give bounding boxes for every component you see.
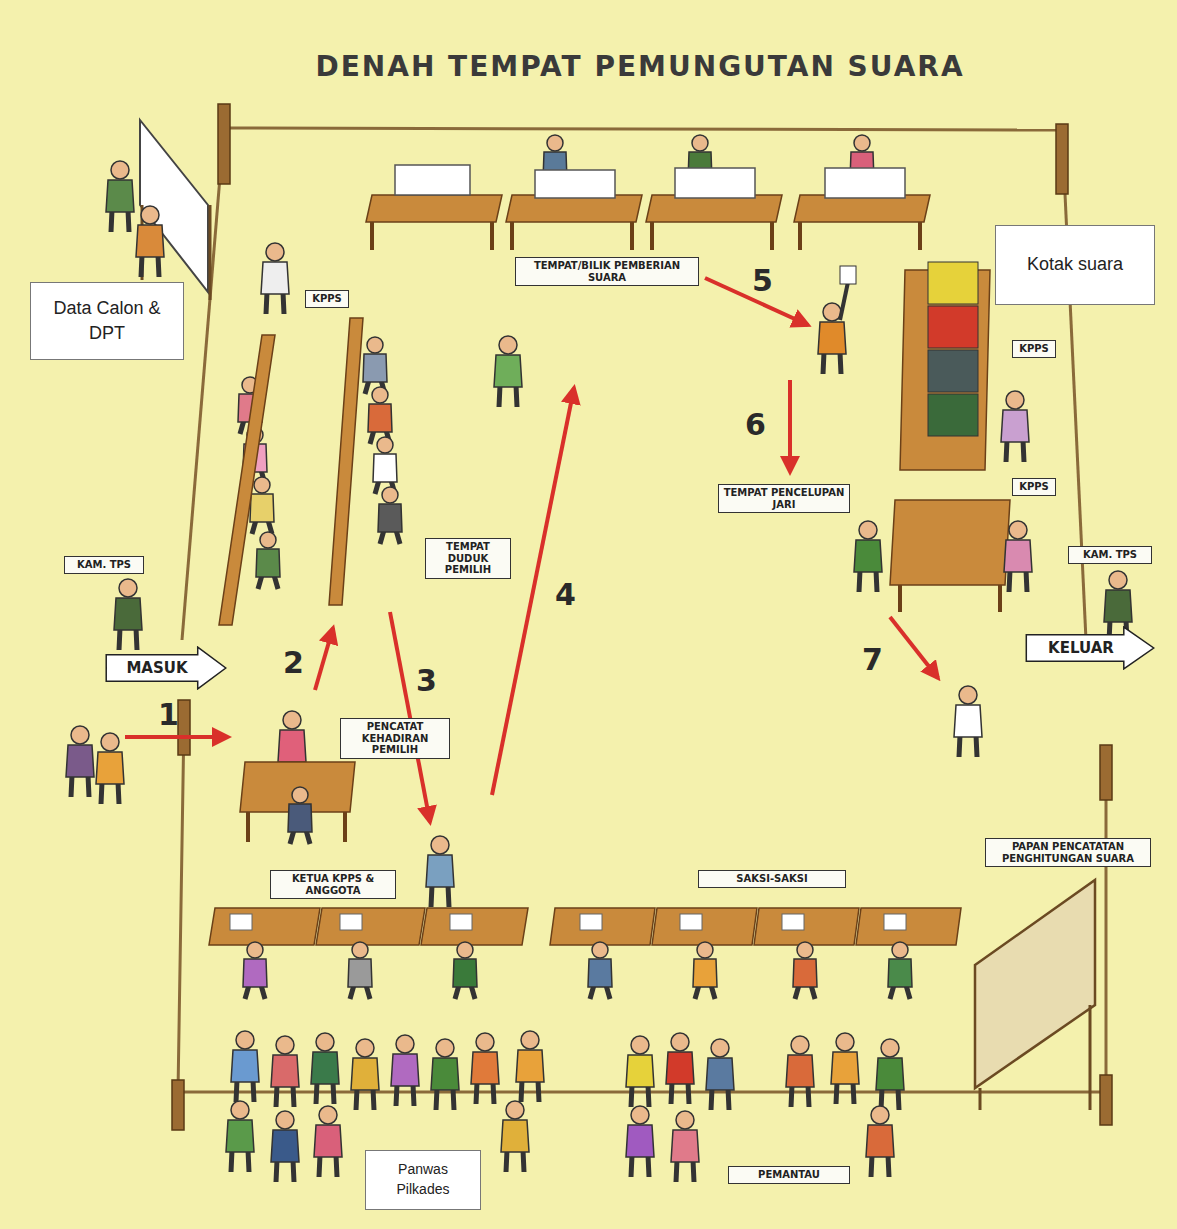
voter-benches [219,318,402,625]
arrow-outline-shape [1026,627,1153,669]
area-label: SAKSI-SAKSI [698,870,846,888]
callout-box: Kotak suara [995,225,1155,305]
voting-booths [366,135,930,250]
node-text: Data Calon & DPT [41,296,173,346]
tally-board [975,880,1095,1088]
callout-number: 2 [283,648,304,678]
callout-box: Data Calon & DPT [30,282,184,360]
callout-number: 4 [555,580,576,610]
area-label: TEMPAT DUDUK PEMILIH [425,538,511,579]
entry-arrow: MASUK [105,646,227,690]
fence-posts [172,104,1112,1130]
area-label: KAM. TPS [1068,546,1152,564]
area-label: PENCATAT KEHADIRAN PEMILIH [340,718,450,759]
node-text: KPPS [1019,343,1049,355]
area-label: TEMPAT/BILIK PEMBERIAN SUARA [515,257,699,286]
node-text: KAM. TPS [77,559,131,571]
observer-crowd [226,1031,904,1182]
area-label: KAM. TPS [64,556,144,574]
node-text: PAPAN PENCATATAN PENGHITUNGAN SUARA [990,841,1146,864]
ballot-boxes [900,262,990,470]
diagram-title: DENAH TEMPAT PEMUNGUTAN SUARA [250,50,1030,83]
node-text: KAM. TPS [1083,549,1137,561]
callout-box: Panwas Pilkades [365,1150,481,1210]
ink-table [890,500,1010,585]
node-text: TEMPAT/BILIK PEMBERIAN SUARA [520,260,694,283]
flow-arrows [125,278,938,822]
node-text: MASUK [126,659,187,677]
callout-number: 7 [862,645,883,675]
node-text: TEMPAT PENCELUPAN JARI [723,487,845,510]
rope-fence [178,128,1106,1092]
arrow-outline-shape [106,647,226,689]
desk-row [209,908,961,945]
node-text: Panwas Pilkades [376,1160,470,1199]
area-label: KPPS [1012,478,1056,496]
area-label: KETUA KPPS & ANGGOTA [270,870,396,899]
node-text: SAKSI-SAKSI [736,873,807,885]
exit-arrow: KELUAR [1025,626,1155,670]
node-text: PEMANTAU [758,1169,820,1181]
callout-number: 3 [416,666,437,696]
node-text: KELUAR [1048,639,1114,657]
node-text: KPPS [312,293,342,305]
node-text: TEMPAT DUDUK PEMILIH [430,541,506,576]
area-label: KPPS [1012,340,1056,358]
area-label: PAPAN PENCATATAN PENGHITUNGAN SUARA [985,838,1151,867]
callout-number: 1 [158,700,179,730]
callout-number: 5 [752,266,773,296]
area-label: TEMPAT PENCELUPAN JARI [718,484,850,513]
node-text: Kotak suara [1027,252,1123,277]
area-label: PEMANTAU [728,1166,850,1184]
node-text: KPPS [1019,481,1049,493]
area-label: KPPS [305,290,349,308]
callout-number: 6 [745,410,766,440]
node-text: KETUA KPPS & ANGGOTA [275,873,391,896]
node-text: PENCATAT KEHADIRAN PEMILIH [345,721,445,756]
